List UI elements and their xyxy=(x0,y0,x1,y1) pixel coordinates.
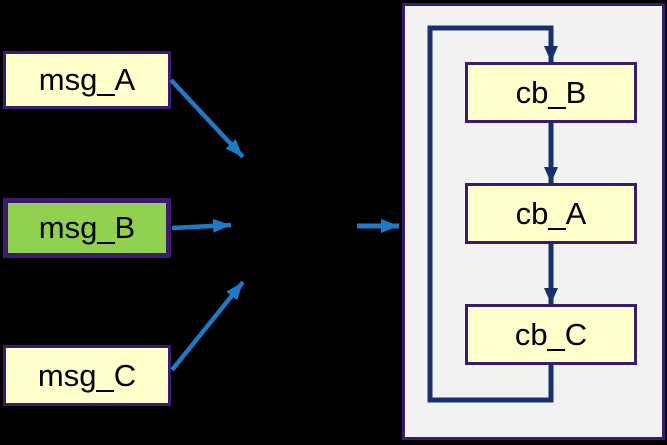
msg-c-label: msg_C xyxy=(37,357,137,393)
cb-b-node: cb_B xyxy=(465,62,637,123)
cb-b-label: cb_B xyxy=(515,74,587,110)
cb-c-node: cb_C xyxy=(465,304,637,365)
cb-c-label: cb_C xyxy=(514,316,588,352)
arrow-msg-b xyxy=(171,218,232,233)
arrow-msg-a xyxy=(169,78,245,159)
cb-a-node: cb_A xyxy=(465,183,637,244)
cb-a-label: cb_A xyxy=(515,195,587,231)
msg-b-label: msg_B xyxy=(38,210,136,245)
msg-a-node: msg_A xyxy=(3,51,171,109)
msg-a-label: msg_A xyxy=(38,62,136,97)
msg-b-node: msg_B xyxy=(3,198,171,258)
arrow-msg-c xyxy=(170,280,245,372)
msg-c-node: msg_C xyxy=(3,345,171,406)
